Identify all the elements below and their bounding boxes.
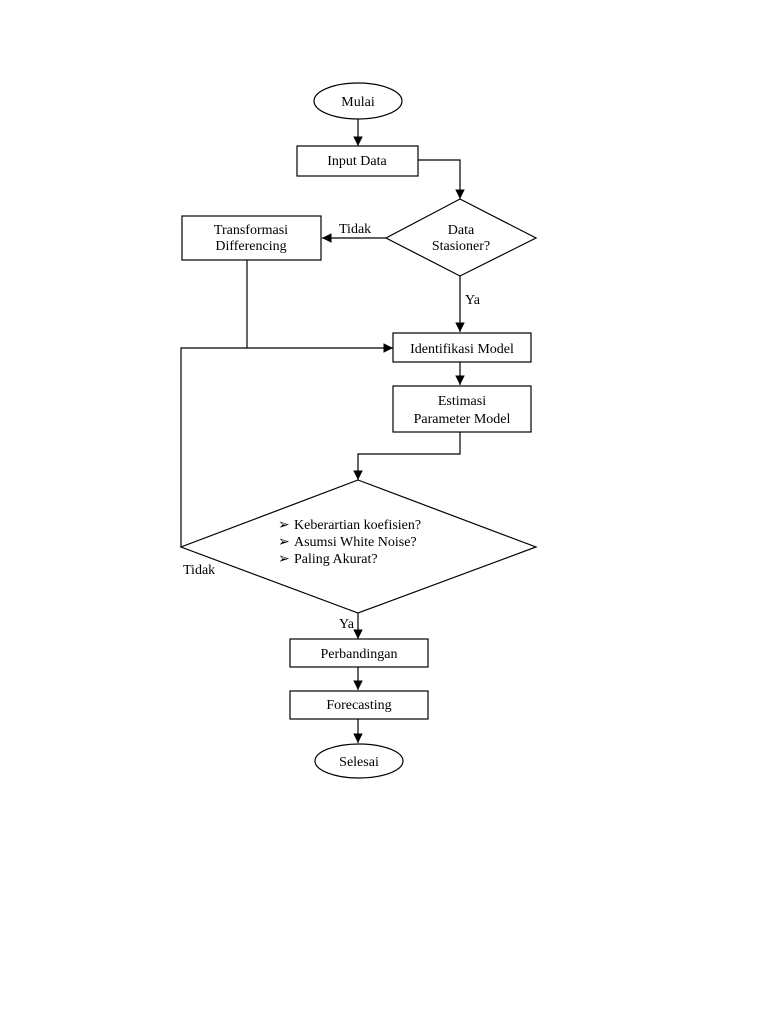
edge-label-tidak-stationary: Tidak — [339, 222, 371, 237]
edge-label-ya-stationary: Ya — [465, 293, 481, 308]
edge-label-ya-check: Ya — [339, 617, 355, 632]
edge-label-tidak-check: Tidak — [183, 563, 215, 578]
arrow-estimate-to-check — [353, 432, 461, 480]
compare-box — [289, 638, 429, 668]
stationary-label-line1: Data — [448, 223, 475, 238]
input-data-box — [296, 145, 419, 177]
compare-label: Perbandingan — [321, 647, 398, 662]
identify-model-box — [392, 332, 532, 363]
transform-box — [181, 215, 322, 261]
check-bullet-1: ➢ — [278, 518, 290, 533]
forecast-label: Forecasting — [326, 698, 391, 713]
check-bullet-2: ➢ — [278, 535, 290, 550]
check-item-2: Asumsi White Noise? — [294, 535, 417, 550]
arrow-input-to-stationary — [418, 159, 465, 199]
transform-label-line1: Transformasi — [214, 223, 288, 238]
check-item-3: Paling Akurat? — [294, 552, 378, 567]
forecast-box — [289, 690, 429, 720]
stationary-decision — [384, 198, 538, 277]
estimate-label-line2: Parameter Model — [414, 412, 511, 427]
check-bullet-3: ➢ — [278, 552, 290, 567]
start-label: Mulai — [341, 95, 375, 110]
transform-label-line2: Differencing — [215, 239, 286, 254]
estimate-box — [392, 385, 532, 433]
stationary-label-line2: Stasioner? — [432, 239, 490, 254]
estimate-label-line1: Estimasi — [438, 394, 486, 409]
model-check-decision — [179, 479, 538, 614]
input-data-label: Input Data — [327, 154, 387, 169]
check-item-1: Keberartian koefisien? — [294, 518, 421, 533]
arrow-feedback-to-identify — [180, 343, 393, 547]
end-label: Selesai — [339, 755, 379, 770]
start-terminal — [313, 82, 403, 120]
end-terminal — [314, 743, 404, 779]
identify-model-label: Identifikasi Model — [410, 342, 514, 357]
